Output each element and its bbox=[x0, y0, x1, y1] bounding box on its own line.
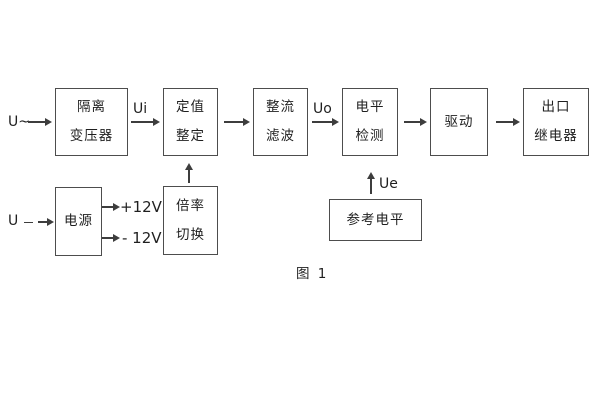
block-reference-level: 参考电平 bbox=[329, 199, 422, 241]
block-text-line: 整流 bbox=[266, 99, 295, 115]
block-text-line: 参考电平 bbox=[346, 211, 405, 228]
block-text-line: 出口 bbox=[541, 99, 571, 115]
block-text-line: 隔离 bbox=[77, 99, 106, 115]
block-text-line: 整定 bbox=[176, 128, 205, 144]
label-plus-12v: +12V bbox=[120, 198, 162, 216]
figure-caption: 图 1 bbox=[296, 266, 329, 282]
block-power-supply: 电源 bbox=[55, 187, 102, 256]
block-output-relay: 出口 继电器 bbox=[523, 88, 589, 156]
block-isolation-transformer: 隔离 变压器 bbox=[55, 88, 128, 156]
block-text-line: 变压器 bbox=[69, 128, 114, 144]
block-text-line: 电源 bbox=[64, 213, 93, 229]
block-text-line: 继电器 bbox=[534, 128, 578, 144]
block-text-line: 电平 bbox=[355, 99, 385, 115]
block-text-line: 定值 bbox=[176, 99, 205, 115]
block-rectifier-filter: 整流 滤波 bbox=[253, 88, 308, 156]
block-level-detector: 电平 检测 bbox=[342, 88, 398, 156]
block-driver: 驱动 bbox=[430, 88, 488, 156]
dc-dash-segment bbox=[24, 221, 33, 223]
block-text-line: 倍率 bbox=[176, 197, 205, 214]
block-text-line: 切换 bbox=[176, 226, 205, 243]
block-text-line: 驱动 bbox=[444, 113, 474, 130]
label-minus-12v: - 12V bbox=[122, 229, 162, 247]
label-input-ac: U~ bbox=[8, 114, 30, 130]
label-ui: Ui bbox=[133, 101, 148, 117]
label-ue: Ue bbox=[379, 176, 398, 192]
block-text-line: 滤波 bbox=[266, 128, 295, 144]
block-ratio-switch: 倍率 切换 bbox=[163, 186, 218, 255]
block-text-line: 检测 bbox=[355, 128, 385, 144]
label-uo: Uo bbox=[313, 101, 332, 117]
label-input-dc: U bbox=[8, 213, 19, 229]
block-setting-adjust: 定值 整定 bbox=[163, 88, 218, 156]
